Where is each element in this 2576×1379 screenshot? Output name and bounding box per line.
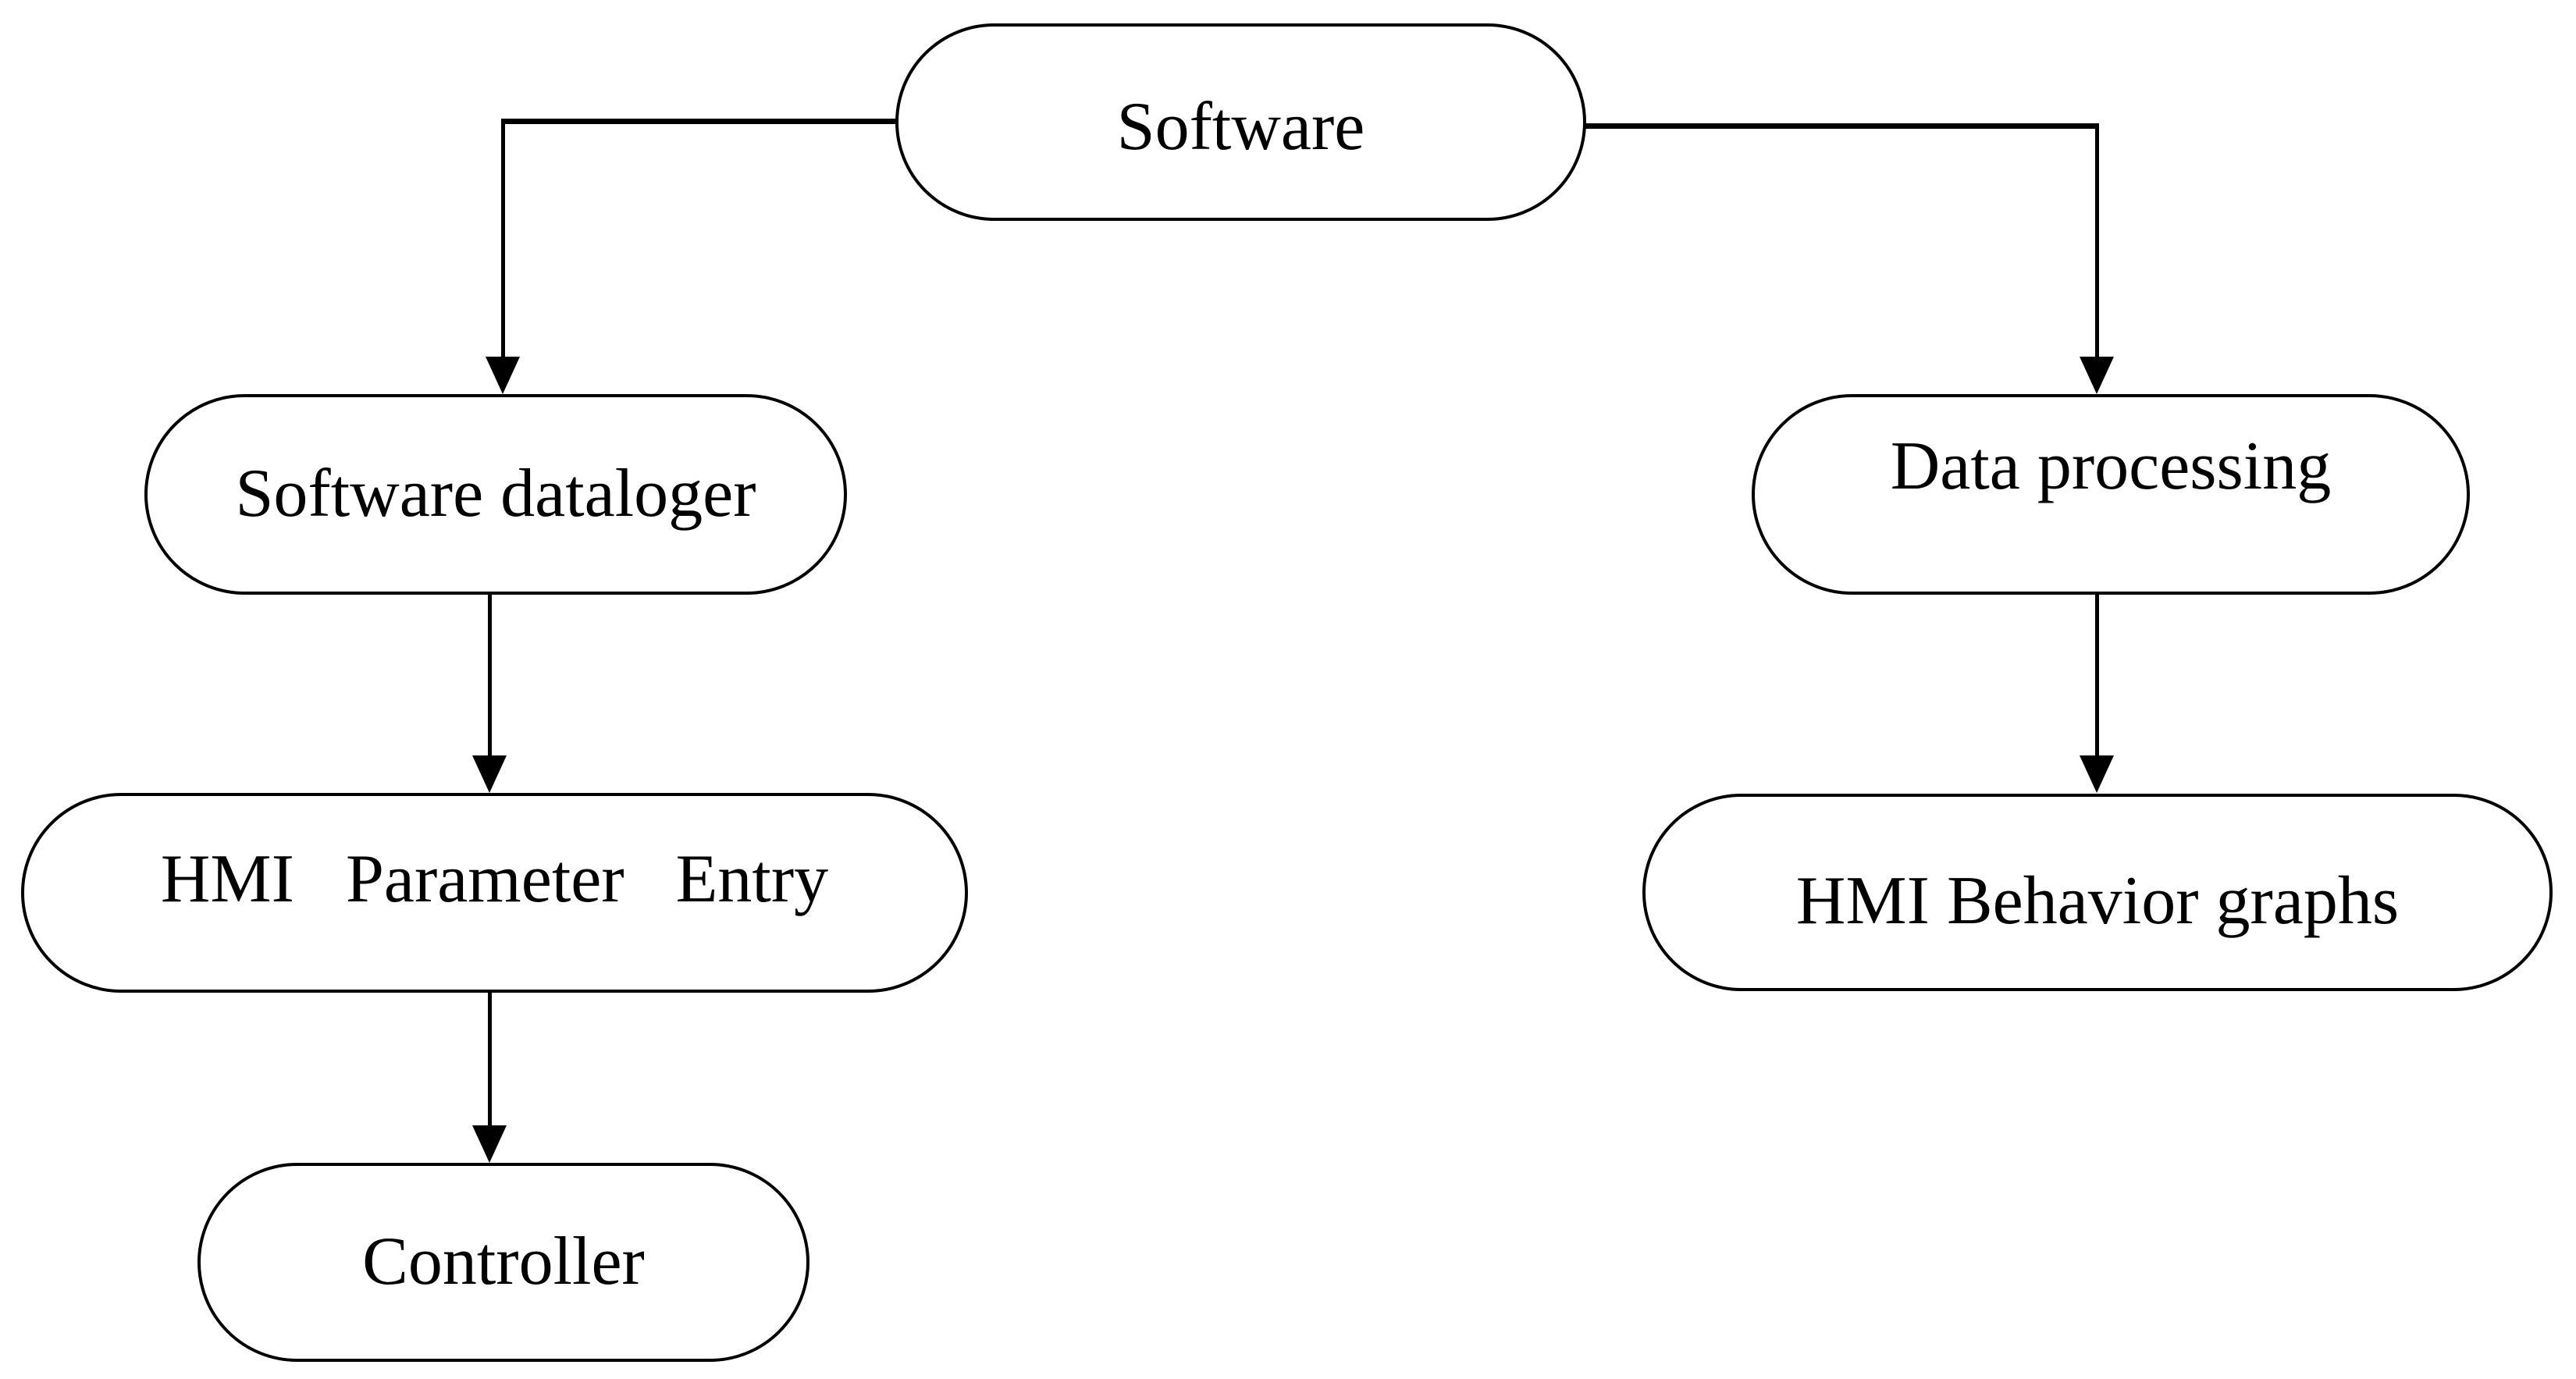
node-data-processing-label: Data processing [1890,428,2332,505]
arrowhead-down-icon [472,1125,507,1163]
node-data-processing: Data processing [1752,394,2470,595]
node-hmi-parameter-entry-label: HMI Parameter Entry [160,841,829,917]
node-software-dataloger-label: Software dataloger [235,456,756,532]
arrowhead-down-icon [2080,357,2114,394]
arrowhead-down-icon [486,357,520,394]
edge-dataprocessing-to-behavior-graphs-vsegment [2095,593,2099,759]
node-software-label: Software [1116,89,1365,165]
node-hmi-behavior-graphs-label: HMI Behavior graphs [1795,863,2400,940]
arrowhead-down-icon [472,755,507,793]
edge-dataloger-to-parameter-entry-vsegment [488,593,492,759]
edge-software-to-dataloger-vsegment [501,119,505,360]
arrowhead-down-icon [2080,755,2114,793]
edge-software-to-dataprocessing-hsegment [1583,123,2098,129]
edge-software-to-dataprocessing-vsegment [2095,123,2099,360]
node-hmi-behavior-graphs: HMI Behavior graphs [1642,794,2553,991]
edge-parameter-entry-to-controller-vsegment [488,991,492,1128]
node-hmi-parameter-entry: HMI Parameter Entry [21,793,968,993]
node-software: Software [895,23,1586,221]
node-controller: Controller [197,1163,809,1362]
node-software-dataloger: Software dataloger [144,394,847,595]
node-controller-label: Controller [362,1224,645,1300]
edge-software-to-dataloger-hsegment [503,119,898,124]
